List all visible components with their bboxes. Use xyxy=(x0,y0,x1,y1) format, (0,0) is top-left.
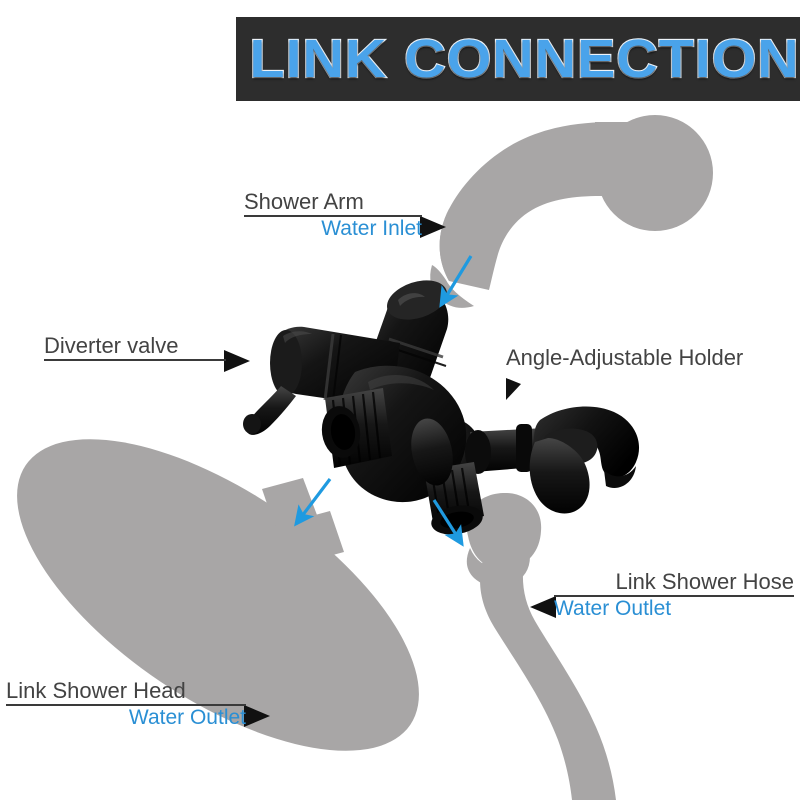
callout-shower-arm-subtitle: Water Inlet xyxy=(321,217,422,241)
title-banner: LINK CONNECTION xyxy=(236,17,800,101)
callout-link-shower-hose-subtitle: Water Outlet xyxy=(554,597,672,621)
shower-head-disc xyxy=(17,439,419,751)
callout-rule xyxy=(44,359,226,362)
arrow-right-icon xyxy=(224,350,250,373)
shower-hose-tube xyxy=(466,492,616,800)
callout-shower-arm-title: Shower Arm xyxy=(244,189,364,214)
callout-angle-adjustable-holder-title: Angle-Adjustable Holder xyxy=(506,345,744,370)
diverter-valve-body xyxy=(243,280,484,535)
arrow-down-icon xyxy=(506,378,521,401)
page-title: LINK CONNECTION xyxy=(248,29,800,89)
callout-link-shower-hose: Link Shower Hose Water Outlet xyxy=(530,569,794,621)
arrow-right-icon xyxy=(244,705,270,727)
shower-arm-pipe xyxy=(430,115,713,308)
callout-rule xyxy=(554,595,794,598)
arrow-arm-to-valve xyxy=(439,255,473,308)
arrow-valve-to-head xyxy=(294,478,332,527)
arrow-right-icon xyxy=(420,216,446,238)
callout-rule xyxy=(6,704,246,707)
callout-link-shower-head: Link Shower Head Water Outlet xyxy=(6,678,270,730)
callout-rule xyxy=(244,215,422,218)
callout-angle-adjustable-holder: Angle-Adjustable Holder xyxy=(506,345,744,401)
callout-link-shower-head-subtitle: Water Outlet xyxy=(128,706,246,730)
callout-link-shower-hose-title: Link Shower Hose xyxy=(615,569,794,594)
callout-diverter-valve-title: Diverter valve xyxy=(44,333,179,358)
callout-diverter-valve: Diverter valve xyxy=(44,333,250,373)
arrow-valve-to-hose xyxy=(432,499,464,547)
connection-arrows xyxy=(294,255,473,547)
callout-link-shower-head-title: Link Shower Head xyxy=(6,678,186,703)
arrow-left-icon xyxy=(530,596,556,618)
callout-shower-arm: Shower Arm Water Inlet xyxy=(244,189,446,241)
